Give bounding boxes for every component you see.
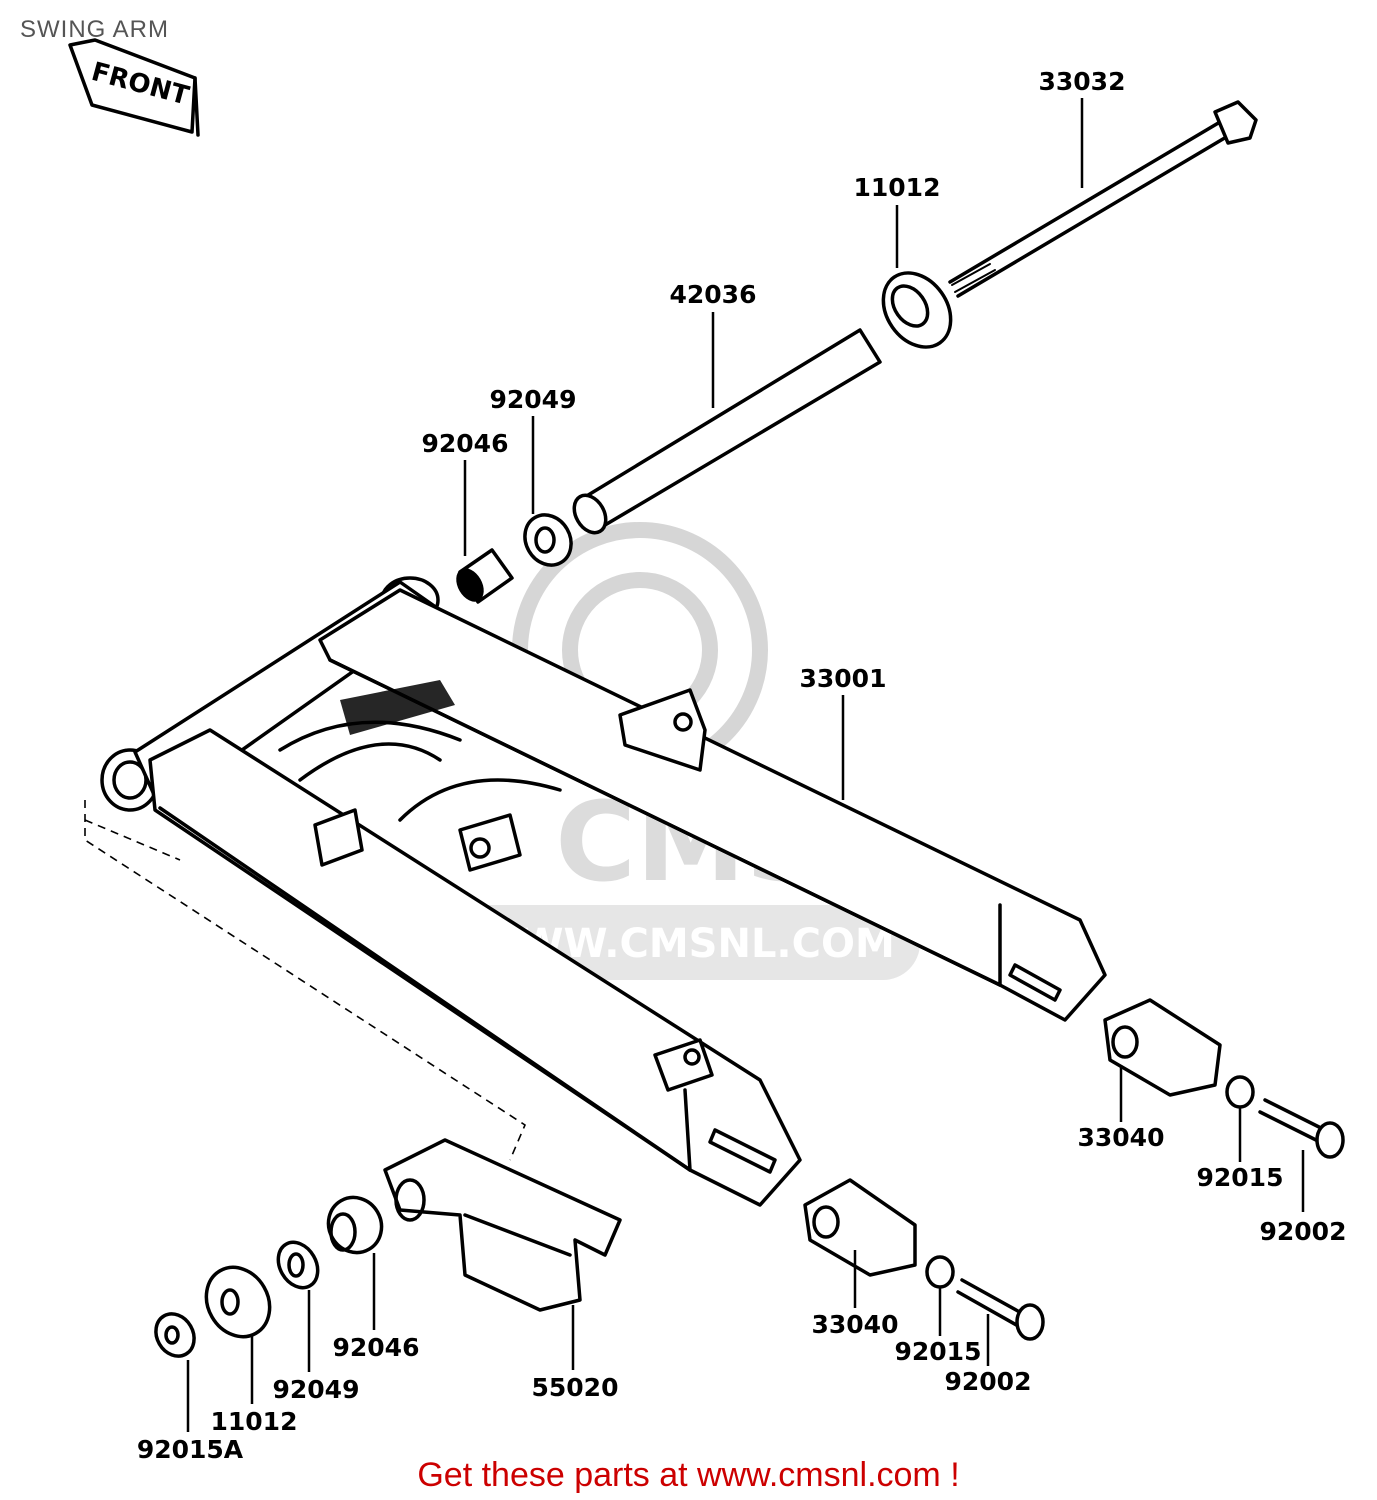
- needle-bearing-bottom: [326, 1195, 384, 1255]
- part-label: 55020: [532, 1373, 619, 1402]
- part-label: 92046: [333, 1333, 420, 1362]
- nut-left: [925, 1255, 955, 1289]
- part-label: 92002: [1260, 1217, 1347, 1246]
- part-label: 92049: [273, 1375, 360, 1404]
- collar-top: [523, 513, 573, 567]
- part-label: 92049: [490, 385, 577, 414]
- leader-lines: [186, 98, 1305, 1432]
- chain-guide: [383, 1138, 622, 1312]
- part-label: 92002: [945, 1367, 1032, 1396]
- chain-adjuster-left: [803, 1178, 917, 1277]
- part-label: 11012: [211, 1407, 298, 1436]
- part-labels: 33032 11012 42036 92049 92046 33001 3304…: [137, 67, 1347, 1464]
- part-label: 92015A: [137, 1435, 244, 1464]
- part-label: 92046: [422, 429, 509, 458]
- nut-right: [1225, 1075, 1255, 1109]
- part-label: 33001: [800, 664, 887, 693]
- footer-link[interactable]: Get these parts at www.cmsnl.com !: [417, 1456, 960, 1494]
- bolt-left: [956, 1278, 1045, 1341]
- part-label: 33040: [1078, 1123, 1165, 1152]
- part-label: 33032: [1039, 67, 1126, 96]
- part-label: 42036: [670, 280, 757, 309]
- chain-adjuster-right: [1103, 998, 1222, 1097]
- oil-seal-top: [881, 271, 953, 349]
- swing-arm: [84, 576, 1107, 1207]
- bolt-right: [1258, 1098, 1345, 1159]
- pivot-sleeve: [572, 328, 882, 535]
- pivot-bolt: [948, 100, 1258, 298]
- oil-seal-bottom: [204, 1265, 272, 1339]
- needle-bearing-top: [456, 548, 514, 604]
- part-label: 92015: [895, 1337, 982, 1366]
- washer-bottom: [154, 1312, 196, 1358]
- part-label: 92015: [1197, 1163, 1284, 1192]
- collar-bottom: [276, 1240, 320, 1290]
- part-label: 33040: [812, 1310, 899, 1339]
- front-arrow: FRONT: [68, 38, 200, 137]
- part-label: 11012: [854, 173, 941, 202]
